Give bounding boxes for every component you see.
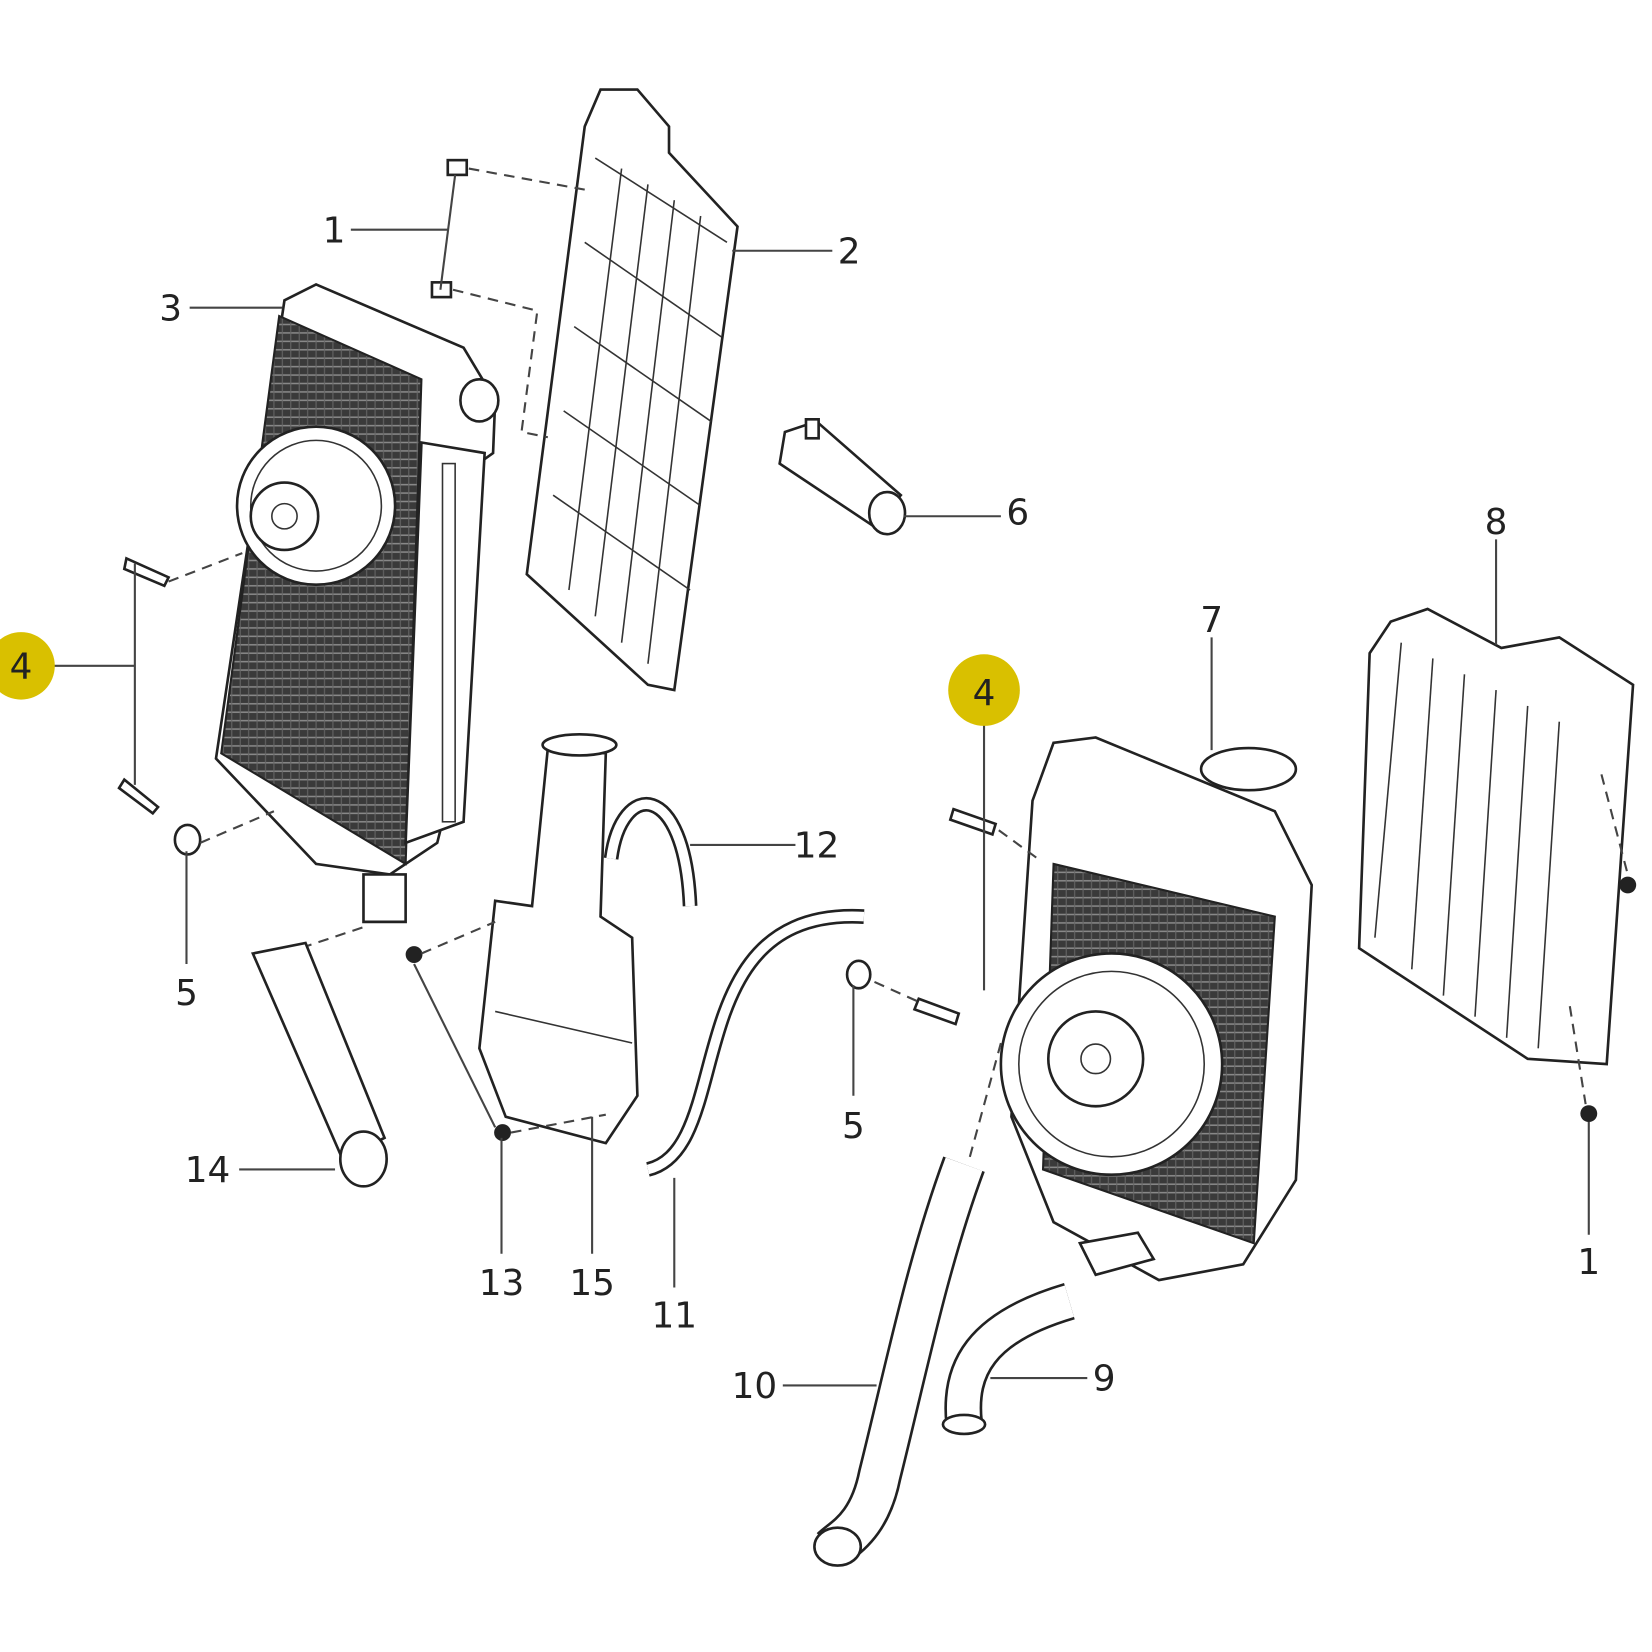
callout-13: 13 [479, 1263, 525, 1304]
right-radiator [999, 736, 1314, 1282]
right-grille [1357, 607, 1637, 1123]
callout-labels: 1 2 3 4 4 5 5 6 7 8 9 10 11 12 13 14 15 … [10, 210, 1601, 1407]
callout-4-right: 4 [973, 673, 996, 714]
callout-9: 9 [1093, 1359, 1116, 1400]
callout-15: 15 [569, 1263, 615, 1304]
callout-11: 11 [651, 1296, 697, 1337]
callout-6: 6 [1006, 493, 1029, 534]
callout-12: 12 [794, 826, 840, 867]
callout-14: 14 [185, 1150, 231, 1191]
callout-2: 2 [838, 231, 861, 272]
callout-highlight [948, 654, 1020, 726]
hoses-9-10 [813, 1156, 1075, 1567]
callout-7: 7 [1200, 600, 1223, 641]
hose-6 [778, 418, 907, 536]
callout-1: 1 [323, 210, 346, 251]
hose-14 [250, 941, 388, 1188]
callout-4-left: 4 [10, 647, 33, 688]
left-grille [525, 88, 739, 692]
leader-lines [37, 228, 1590, 1387]
bolts-upper [430, 158, 585, 439]
left-radiator [214, 283, 500, 924]
callout-10: 10 [732, 1366, 778, 1407]
callout-5-right: 5 [842, 1106, 865, 1147]
callout-3: 3 [159, 288, 182, 329]
callout-8: 8 [1485, 502, 1508, 543]
hoses-11-12 [603, 797, 865, 1177]
callout-5-left: 5 [175, 973, 198, 1014]
coolant-reservoir [405, 733, 639, 1145]
callout-1-right: 1 [1577, 1242, 1600, 1283]
callout-highlight [0, 632, 55, 700]
